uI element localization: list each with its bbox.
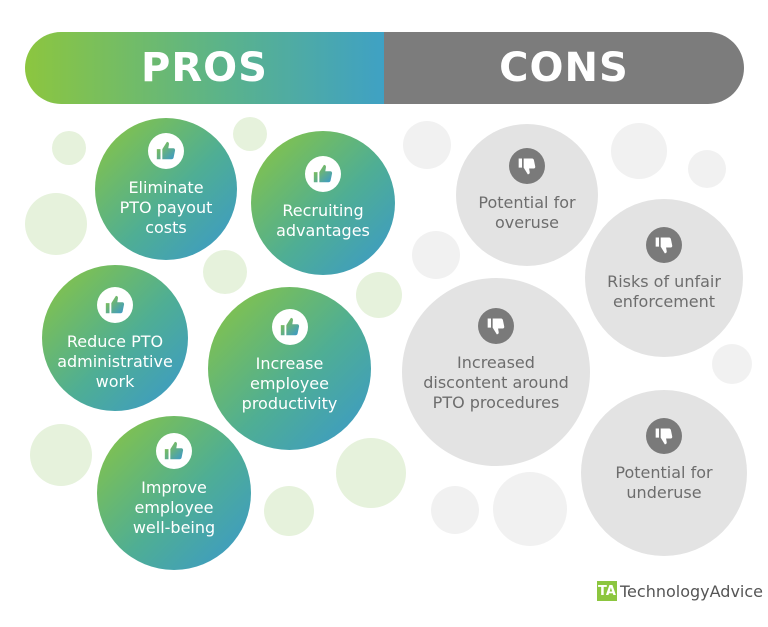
decorative-bubble xyxy=(493,472,567,546)
thumbs-down-icon xyxy=(478,308,514,344)
logo-text: TechnologyAdvice xyxy=(620,581,763,601)
con-label: Risks of unfair enforcement xyxy=(607,272,721,311)
decorative-bubble xyxy=(431,486,479,534)
pro-item-eliminate-pto-payout-costs: Eliminate PTO payout costs xyxy=(95,118,237,260)
thumbs-down-icon xyxy=(646,418,682,454)
con-label: Increased discontent around PTO procedur… xyxy=(423,353,569,412)
pros-header: PROS xyxy=(25,32,384,104)
thumbs-down-icon xyxy=(646,227,682,263)
thumbs-up-icon xyxy=(148,133,184,169)
con-label: Potential for overuse xyxy=(478,193,576,232)
pro-label: Eliminate PTO payout costs xyxy=(119,178,213,237)
technologyadvice-logo: TA TechnologyAdvice xyxy=(597,581,763,601)
pro-label: Increase employee productivity xyxy=(241,354,338,413)
con-item-risks-of-unfair-enforcement: Risks of unfair enforcement xyxy=(585,199,743,357)
decorative-bubble xyxy=(712,344,752,384)
cons-header: CONS xyxy=(384,32,744,104)
cons-title: CONS xyxy=(499,45,629,91)
decorative-bubble xyxy=(264,486,314,536)
thumbs-up-icon xyxy=(305,156,341,192)
pro-item-increase-employee-productivity: Increase employee productivity xyxy=(208,287,371,450)
thumbs-down-icon xyxy=(509,148,545,184)
pro-item-recruiting-advantages: Recruiting advantages xyxy=(251,131,395,275)
thumbs-up-icon xyxy=(97,287,133,323)
con-label: Potential for underuse xyxy=(615,463,713,502)
decorative-bubble xyxy=(403,121,451,169)
pro-item-reduce-pto-administrative-work: Reduce PTO administrative work xyxy=(42,265,188,411)
con-item-potential-for-overuse: Potential for overuse xyxy=(456,124,598,266)
thumbs-up-icon xyxy=(271,309,308,345)
con-item-increased-discontent: Increased discontent around PTO procedur… xyxy=(402,278,590,466)
decorative-bubble xyxy=(688,150,726,188)
pros-cons-banner: PROS CONS xyxy=(25,32,744,104)
pros-title: PROS xyxy=(141,45,268,91)
con-item-potential-for-underuse: Potential for underuse xyxy=(581,390,747,556)
decorative-bubble xyxy=(233,117,267,151)
pro-label: Improve employee well-being xyxy=(132,478,216,537)
decorative-bubble xyxy=(412,231,460,279)
decorative-bubble xyxy=(203,250,247,294)
decorative-bubble xyxy=(611,123,667,179)
thumbs-up-icon xyxy=(156,433,192,469)
pro-label: Reduce PTO administrative work xyxy=(57,332,173,391)
pro-item-improve-employee-well-being: Improve employee well-being xyxy=(97,416,251,570)
pro-label: Recruiting advantages xyxy=(276,201,370,240)
decorative-bubble xyxy=(356,272,402,318)
decorative-bubble xyxy=(25,193,87,255)
logo-mark: TA xyxy=(597,581,617,601)
decorative-bubble xyxy=(30,424,92,486)
decorative-bubble xyxy=(52,131,86,165)
decorative-bubble xyxy=(336,438,406,508)
